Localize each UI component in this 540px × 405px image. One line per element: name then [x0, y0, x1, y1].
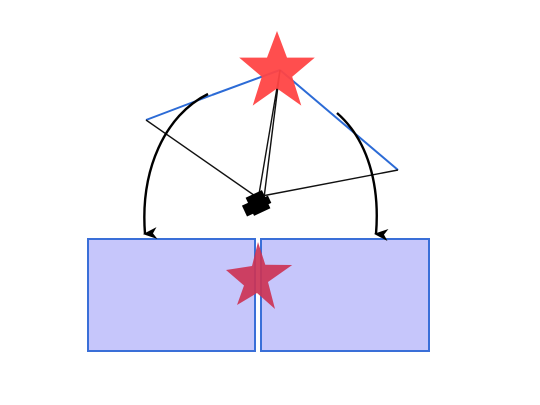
view-frustum: [145, 69, 399, 201]
frustum-edge-black: [263, 69, 281, 199]
frustum-edge-blue: [279, 69, 399, 171]
left-projection-plane: [87, 238, 256, 352]
frustum-edge-black: [145, 119, 259, 199]
projected-star: [226, 242, 293, 309]
left-arrow: [143, 92, 209, 240]
frustum-edge-black: [257, 69, 281, 201]
frustum-edge-black: [261, 169, 399, 197]
camera-icon: [241, 190, 272, 217]
right-arrow: [336, 112, 389, 241]
source-star: [239, 31, 315, 106]
right-projection-plane: [260, 238, 430, 352]
